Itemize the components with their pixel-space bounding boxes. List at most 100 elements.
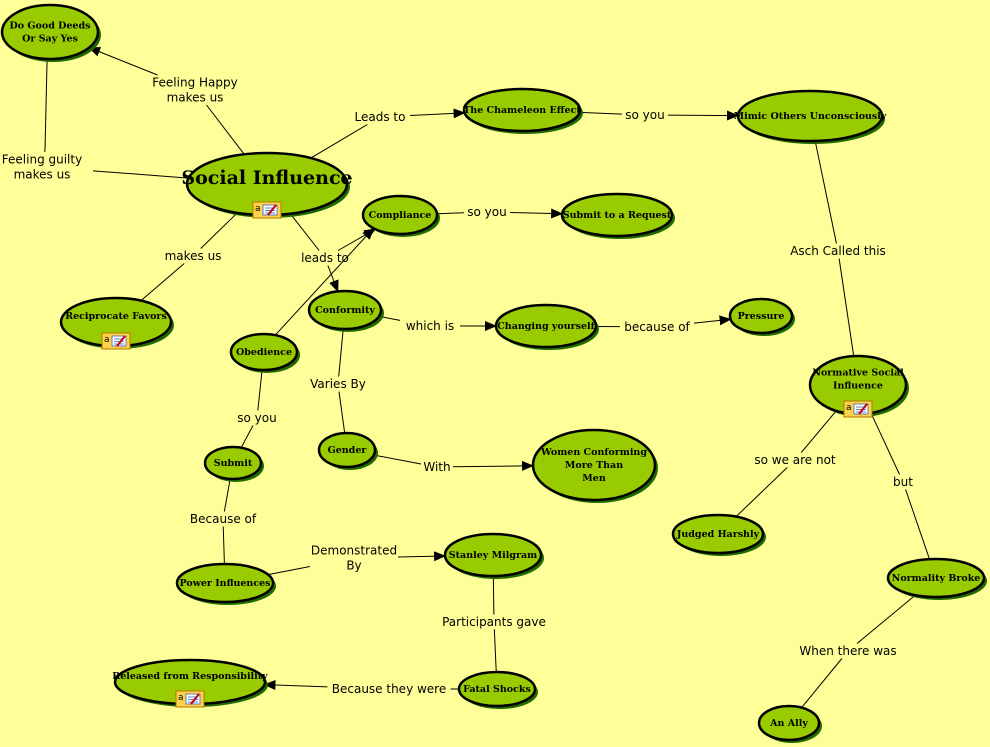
connection-line [223,478,231,512]
concept-node-ally[interactable]: An Ally [757,704,822,743]
node-ellipse [307,289,383,331]
connection-line [801,658,843,708]
node-label-line: Gender [328,445,368,456]
node-ellipse [175,562,275,604]
link-label-line: Feeling guilty [2,153,82,167]
concept-node-gender[interactable]: Gender [317,431,378,470]
node-label: Gender [328,445,368,456]
annotation-icon[interactable]: a [843,400,873,418]
link-label-line: Participants gave [442,615,546,629]
node-label: The Chameleon Effect [463,105,581,116]
concept-node-conformity[interactable]: Conformity [307,289,384,332]
connection-line [240,425,254,448]
link-label-line: By [346,559,361,573]
concept-node-submitreq[interactable]: Submit to a Request [560,192,675,239]
link-label[interactable]: so you [625,108,664,122]
link-label[interactable]: Because of [190,512,257,526]
link-label-line: Varies By [310,377,366,391]
link-label[interactable]: so we are not [754,453,836,467]
link-label-line: which is [406,319,454,333]
concept-node-released[interactable]: Released from Responsibility a [112,658,268,708]
node-label-line: Normality Broke [892,573,981,584]
concept-node-fatal[interactable]: Fatal Shocks [457,670,538,709]
connection-line [436,212,465,215]
link-label[interactable]: Asch Called this [790,244,886,258]
node-ellipse [728,297,794,335]
node-label-line: Submit to a Request [563,210,672,221]
node-label-line: Changing yourself [497,321,595,332]
link-label-line: makes us [14,168,71,182]
link-label[interactable]: so you [237,411,276,425]
link-label[interactable]: leads to [301,251,349,265]
link-label[interactable]: which is [406,319,454,333]
concept-node-normality[interactable]: Normality Broke [886,557,987,600]
annotation-icon[interactable]: a [175,690,205,708]
concept-node-obedience[interactable]: Obedience [229,332,300,373]
node-label-line: Fatal Shocks [463,684,531,695]
link-label-line: When there was [799,644,896,658]
link-label[interactable]: because of [624,320,690,334]
link-label[interactable]: so you [467,205,506,219]
connection-line [373,454,422,465]
concept-node-mimic[interactable]: Mimic Others Unconsciously [734,89,887,144]
connection-line [579,111,623,115]
link-label-line: because of [624,320,690,334]
node-label: Changing yourself [497,321,595,332]
node-label-line: Released from Responsibility [112,671,268,682]
link-label[interactable]: Leads to [355,110,406,124]
link-label-line: Because they were [332,682,446,696]
connection-line [257,369,263,411]
node-label-line: Submit [214,458,253,469]
connection-line [200,212,238,249]
link-label-line: Asch Called this [790,244,886,258]
connection-line [338,391,346,434]
node-label-line: Or Say Yes [22,34,78,45]
link-label[interactable]: makes us [165,249,222,263]
node-label-line: Compliance [369,210,432,221]
node-label: Pressure [738,311,785,322]
link-label[interactable]: but [893,475,913,489]
link-label[interactable]: When there was [799,644,896,658]
node-ellipse [671,513,765,555]
concept-node-milgram[interactable]: Stanley Milgram [443,532,544,579]
link-label-line: so you [237,411,276,425]
concept-node-power[interactable]: Power Influences [175,562,276,605]
annotation-icon[interactable]: a [101,332,131,350]
node-label-line: Judged Harshly [676,529,760,540]
node-label: Stanley Milgram [449,550,537,561]
connection-line [268,566,311,576]
concept-node-compliance[interactable]: Compliance [361,194,440,237]
link-label[interactable]: With [423,460,450,474]
link-label[interactable]: Because they were [332,682,446,696]
annotation-icon[interactable]: a [252,201,282,219]
link-label[interactable]: Varies By [310,377,366,391]
node-label-line: Women Conforming [540,447,647,458]
svg-text:a: a [255,204,261,214]
concept-node-changing[interactable]: Changing yourself [494,303,599,350]
concept-node-judged[interactable]: Judged Harshly [671,513,766,556]
link-label-line: Leads to [355,110,406,124]
link-label[interactable]: Participants gave [442,615,546,629]
concept-node-pressure[interactable]: Pressure [728,297,795,336]
node-ellipse [229,332,299,372]
connection-arrow [397,551,447,562]
connection-line [870,412,900,475]
node-ellipse [560,192,674,238]
link-label-line: so we are not [754,453,836,467]
node-label: Obedience [236,347,292,358]
concept-node-submit[interactable]: Submit [203,445,264,482]
concept-node-chameleon[interactable]: The Chameleon Effect [462,87,583,134]
node-ellipse [317,431,377,469]
connection-line [338,328,344,377]
connection-arrow [509,208,564,219]
